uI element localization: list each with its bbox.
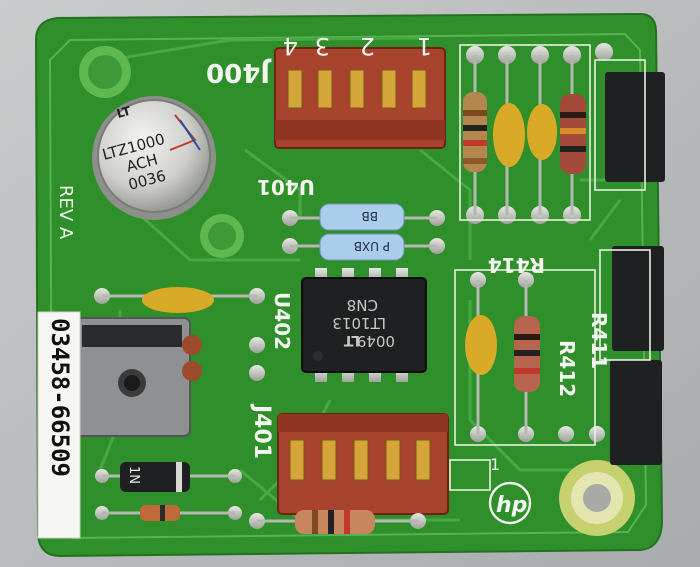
blue-resistor-top-label: BB xyxy=(362,209,378,223)
diode-label: 1N xyxy=(126,466,141,484)
r412-label: R412 xyxy=(555,340,579,397)
hp-logo-text: hp xyxy=(496,493,527,518)
capacitor-left-horizontal xyxy=(102,287,257,313)
lt1013-marking: LT 0049 LT1013 CN8 xyxy=(332,296,395,350)
lt1013-line1: 0049 xyxy=(357,332,395,350)
blue-resistor-top xyxy=(290,203,437,231)
pin-number-3: 3 xyxy=(315,32,330,60)
connector-j400-label: J400 xyxy=(206,57,272,87)
resistor-r-top-2 xyxy=(560,55,586,215)
resistor-r-top-1 xyxy=(463,55,487,215)
board-edge-trace xyxy=(48,32,648,540)
component-block-mid-right xyxy=(612,246,664,351)
pin-numbers: 4 3 2 1 xyxy=(283,32,432,60)
pin-one-marker: 1 xyxy=(490,455,500,474)
resistor-bottom xyxy=(257,510,418,534)
connector-j400 xyxy=(274,47,446,149)
u401-label: U401 xyxy=(257,175,315,199)
u402-label: U402 xyxy=(270,292,294,350)
r414-label: R414 xyxy=(488,253,545,277)
capacitor-mid-vertical xyxy=(465,280,497,434)
component-block-bottom-right xyxy=(610,360,662,465)
silkscreen-outlines xyxy=(449,44,651,491)
ltz1000-logo: LT xyxy=(115,104,133,121)
connector-j401 xyxy=(277,413,449,515)
lt1013-opamp-chip xyxy=(301,268,427,382)
capacitor-top-1 xyxy=(493,55,525,215)
pin-number-2: 2 xyxy=(360,32,375,60)
blue-resistor-bottom-label: P UXB xyxy=(354,239,390,253)
pin-number-1: 1 xyxy=(417,32,432,60)
connector-j401-label: J401 xyxy=(249,403,274,459)
lt1013-logo: LT xyxy=(343,332,360,348)
r411-label: R411 xyxy=(587,312,611,369)
lt1013-line3: CN8 xyxy=(347,296,378,314)
blue-resistor-bottom xyxy=(290,233,437,261)
diode-1n xyxy=(102,462,235,492)
hp-logo: hp xyxy=(488,481,532,525)
component-block-top-right xyxy=(605,72,665,182)
part-number-label: 03458-66509 xyxy=(37,311,81,539)
capacitor-top-2 xyxy=(527,55,557,215)
pin-number-4: 4 xyxy=(283,32,298,60)
resistor-mid-vertical xyxy=(514,280,540,434)
ltz1000-marking: LT LTZ1000 ACH 0036 xyxy=(100,104,168,194)
ltz1000-reference-can xyxy=(92,96,216,220)
revision-text: REV A xyxy=(55,185,76,240)
to220-regulator xyxy=(74,317,202,437)
part-number-text: 03458-66509 xyxy=(46,318,74,477)
small-diode xyxy=(102,505,235,521)
lt1013-line2: LT1013 xyxy=(332,314,386,332)
